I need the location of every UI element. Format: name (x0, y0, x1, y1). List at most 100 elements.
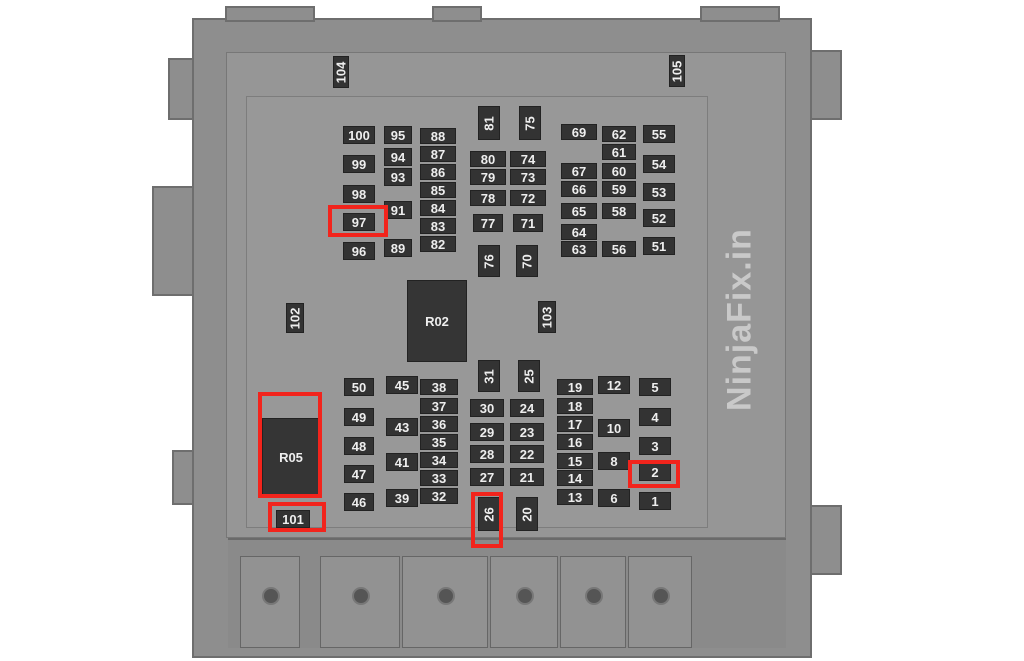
fuse-86: 86 (420, 164, 456, 180)
fuse-label: 76 (481, 253, 497, 269)
fuse-label: 75 (522, 115, 538, 131)
fuse-36: 36 (420, 416, 458, 432)
fuse-label: 37 (431, 398, 447, 414)
housing-tab (225, 6, 315, 22)
fuse-label: 24 (519, 400, 535, 416)
fuse-label: 45 (394, 377, 410, 393)
fuse-label: 100 (348, 127, 370, 143)
fuse-label: 98 (351, 186, 367, 202)
fuse-77: 77 (473, 214, 503, 232)
fuse-label: 21 (519, 469, 535, 485)
fuse-label: 64 (571, 224, 587, 240)
fuse-label: 66 (571, 181, 587, 197)
housing-tab (432, 6, 482, 22)
fuse-4: 4 (639, 408, 671, 426)
fuse-label: 2 (651, 464, 659, 480)
fuse-21: 21 (510, 468, 544, 486)
fuse-65: 65 (561, 203, 597, 219)
fuse-33: 33 (420, 470, 458, 486)
fuse-label: 34 (431, 452, 447, 468)
fuse-87: 87 (420, 146, 456, 162)
fuse-35: 35 (420, 434, 458, 450)
fuse-91: 91 (384, 201, 412, 219)
side-clip (152, 186, 194, 296)
fuse-label: 91 (390, 202, 406, 218)
fuse-label: 105 (669, 60, 685, 82)
fuse-58: 58 (602, 203, 636, 219)
fuse-38: 38 (420, 379, 458, 395)
fuse-label: 41 (394, 454, 410, 470)
fuse-31: 31 (478, 360, 500, 392)
connector-hole (437, 587, 455, 605)
fuse-45: 45 (386, 376, 418, 394)
fuse-label: 36 (431, 416, 447, 432)
fuse-62: 62 (602, 126, 636, 142)
fuse-63: 63 (561, 241, 597, 257)
fuse-label: 33 (431, 470, 447, 486)
connector-hole (352, 587, 370, 605)
fuse-label: 73 (520, 169, 536, 185)
fuse-14: 14 (557, 470, 593, 486)
fuse-93: 93 (384, 168, 412, 186)
fuse-81: 81 (478, 106, 500, 140)
fuse-47: 47 (344, 465, 374, 483)
fuse-label: 27 (479, 469, 495, 485)
fuse-27: 27 (470, 468, 504, 486)
fuse-label: 4 (651, 409, 659, 425)
fuse-label: 60 (611, 163, 627, 179)
fuse-94: 94 (384, 148, 412, 166)
fuse-84: 84 (420, 200, 456, 216)
fuse-label: 61 (611, 144, 627, 160)
fuse-103: 103 (538, 301, 556, 333)
fuse-label: 58 (611, 203, 627, 219)
fuse-label: 81 (481, 115, 497, 131)
fuse-label: 23 (519, 424, 535, 440)
fuse-label: 43 (394, 419, 410, 435)
connector-hole (516, 587, 534, 605)
fuse-label: 74 (520, 151, 536, 167)
fuse-label: 22 (519, 446, 535, 462)
fuse-98: 98 (343, 185, 375, 203)
fuse-label: 103 (539, 306, 555, 328)
fuse-label: 29 (479, 424, 495, 440)
fuse-label: 96 (351, 243, 367, 259)
fuse-79: 79 (470, 169, 506, 185)
connector-slot (320, 556, 400, 648)
fuse-label: 53 (651, 184, 667, 200)
fuse-label: 30 (479, 400, 495, 416)
connector-slot (628, 556, 692, 648)
fuse-16: 16 (557, 434, 593, 450)
fuse-85: 85 (420, 182, 456, 198)
connector-hole (262, 587, 280, 605)
fuse-12: 12 (598, 376, 630, 394)
fuse-label: 55 (651, 126, 667, 142)
fuse-label: 32 (431, 488, 447, 504)
fuse-29: 29 (470, 423, 504, 441)
fuse-label: 63 (571, 241, 587, 257)
fuse-32: 32 (420, 488, 458, 504)
fuse-label: 80 (480, 151, 496, 167)
housing-tab (700, 6, 780, 22)
fuse-label: R02 (425, 313, 449, 329)
fuse-30: 30 (470, 399, 504, 417)
side-clip (172, 450, 194, 505)
fuse-50: 50 (344, 378, 374, 396)
highlight-box-26 (471, 492, 503, 548)
fuse-56: 56 (602, 241, 636, 257)
fuse-label: 3 (651, 438, 659, 454)
fuse-label: 83 (430, 218, 446, 234)
fuse-label: 14 (567, 470, 583, 486)
fuse-label: 88 (430, 128, 446, 144)
fuse-99: 99 (343, 155, 375, 173)
fuse-label: 99 (351, 156, 367, 172)
fuse-label: 10 (606, 420, 622, 436)
fuse-28: 28 (470, 445, 504, 463)
fuse-label: 71 (520, 215, 536, 231)
fuse-label: 104 (333, 61, 349, 83)
fuse-8: 8 (598, 452, 630, 470)
fuse-label: 79 (480, 169, 496, 185)
fuse-88: 88 (420, 128, 456, 144)
fuse-label: 72 (520, 190, 536, 206)
connector-hole (652, 587, 670, 605)
fuse-label: 6 (610, 490, 618, 506)
